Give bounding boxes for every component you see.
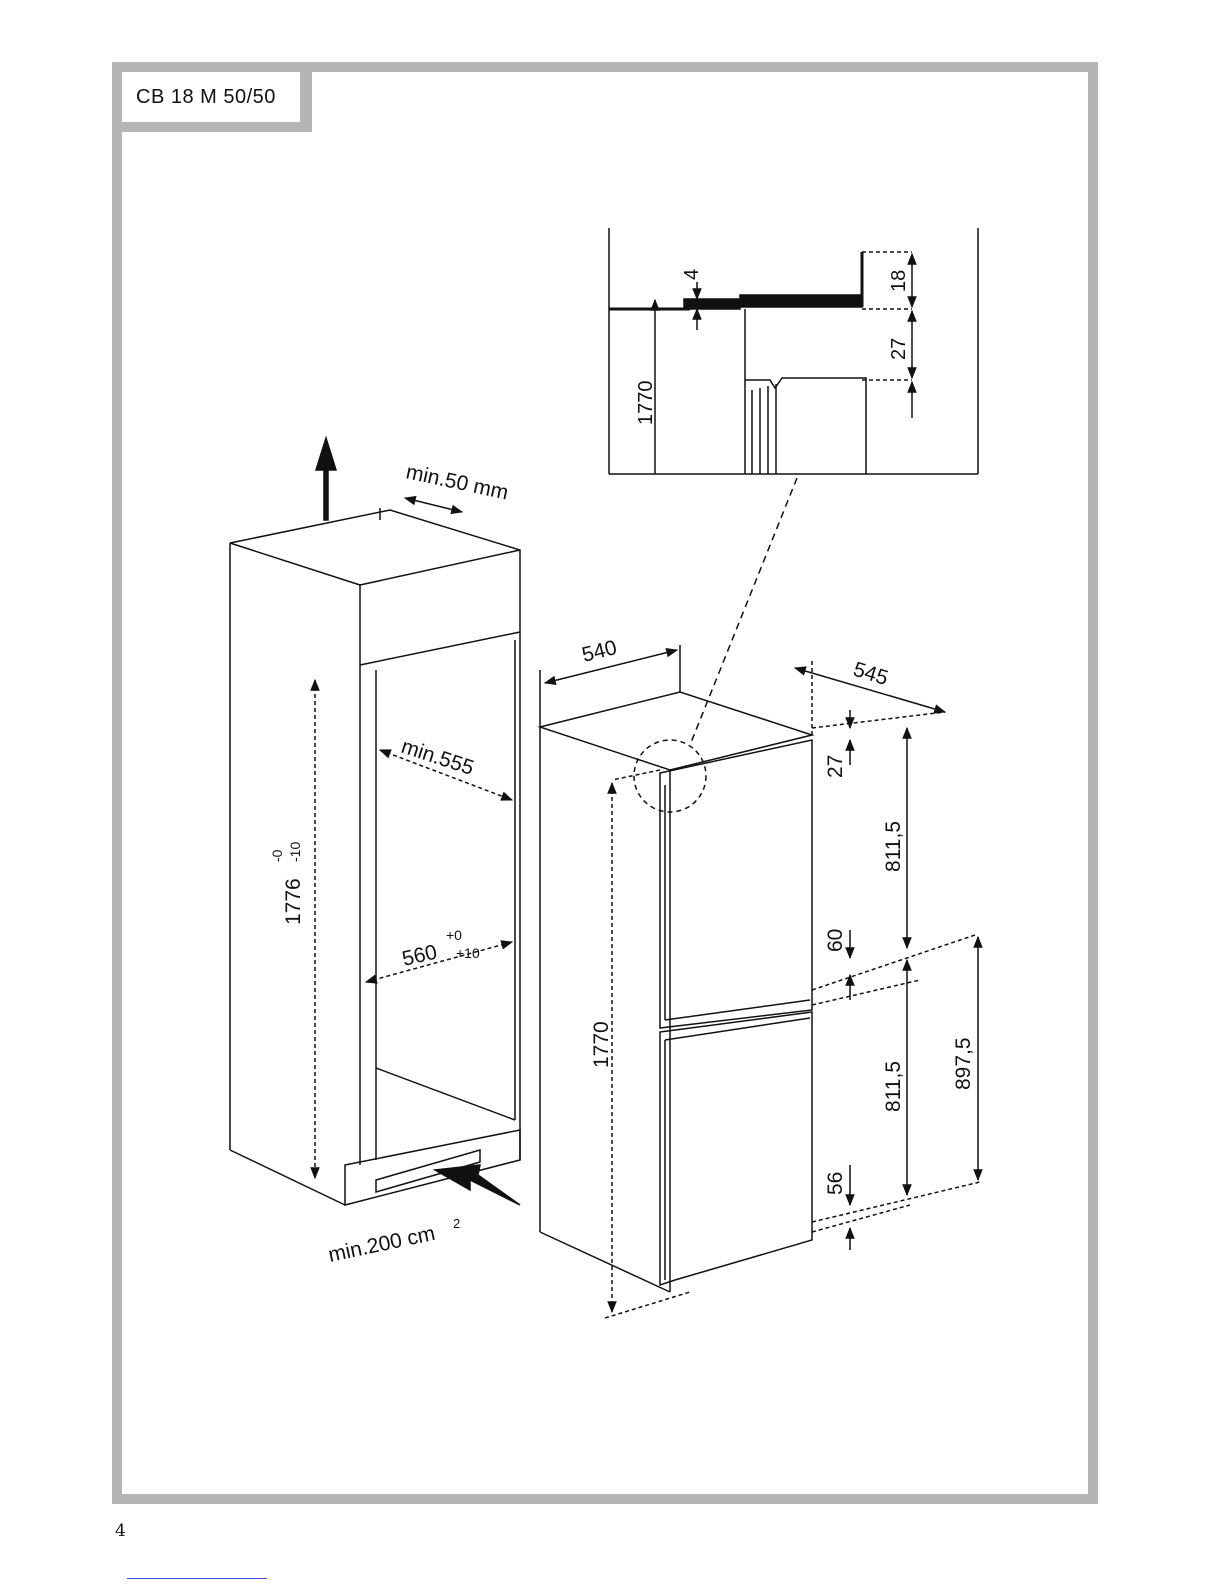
up-arrow-icon xyxy=(316,438,336,520)
niche-vent-top-label: min.50 mm xyxy=(404,460,510,504)
niche-vent-bottom-sup: 2 xyxy=(453,1216,460,1231)
niche-width-tol-top: +0 xyxy=(446,927,462,943)
appliance-dim-897: 897,5 xyxy=(952,1037,975,1090)
detail-dim-1770: 1770 xyxy=(635,381,657,426)
detail-dim-4: 4 xyxy=(681,269,703,280)
detail-dim-27: 27 xyxy=(888,338,910,360)
appliance-dim-27: 27 xyxy=(824,755,847,778)
footer-link-underline xyxy=(127,1578,267,1579)
niche-cabinet xyxy=(230,438,520,1205)
niche-height-tol-bot: -10 xyxy=(287,842,303,862)
appliance-width-label: 540 xyxy=(580,636,620,667)
niche-vent-bottom-label: min.200 cm xyxy=(326,1222,437,1267)
appliance xyxy=(540,645,980,1318)
appliance-dim-811-top: 811,5 xyxy=(882,821,905,872)
appliance-dim-60: 60 xyxy=(824,929,847,952)
niche-height-tol-top: -0 xyxy=(269,849,285,862)
niche-height-label: 1776 xyxy=(282,878,305,925)
niche-depth-label: min.555 xyxy=(398,735,476,780)
detail-view xyxy=(609,228,978,745)
appliance-dim-56: 56 xyxy=(824,1172,847,1195)
appliance-dim-811-bot: 811,5 xyxy=(882,1061,905,1112)
detail-dim-18: 18 xyxy=(888,270,910,292)
appliance-height-label: 1770 xyxy=(590,1021,613,1068)
appliance-depth-label: 545 xyxy=(851,658,891,690)
page-number: 4 xyxy=(115,1521,126,1541)
niche-width-tol-bot: +10 xyxy=(456,945,480,961)
vent-arrow-icon xyxy=(435,1165,520,1205)
niche-width-label: 560 xyxy=(400,941,439,971)
